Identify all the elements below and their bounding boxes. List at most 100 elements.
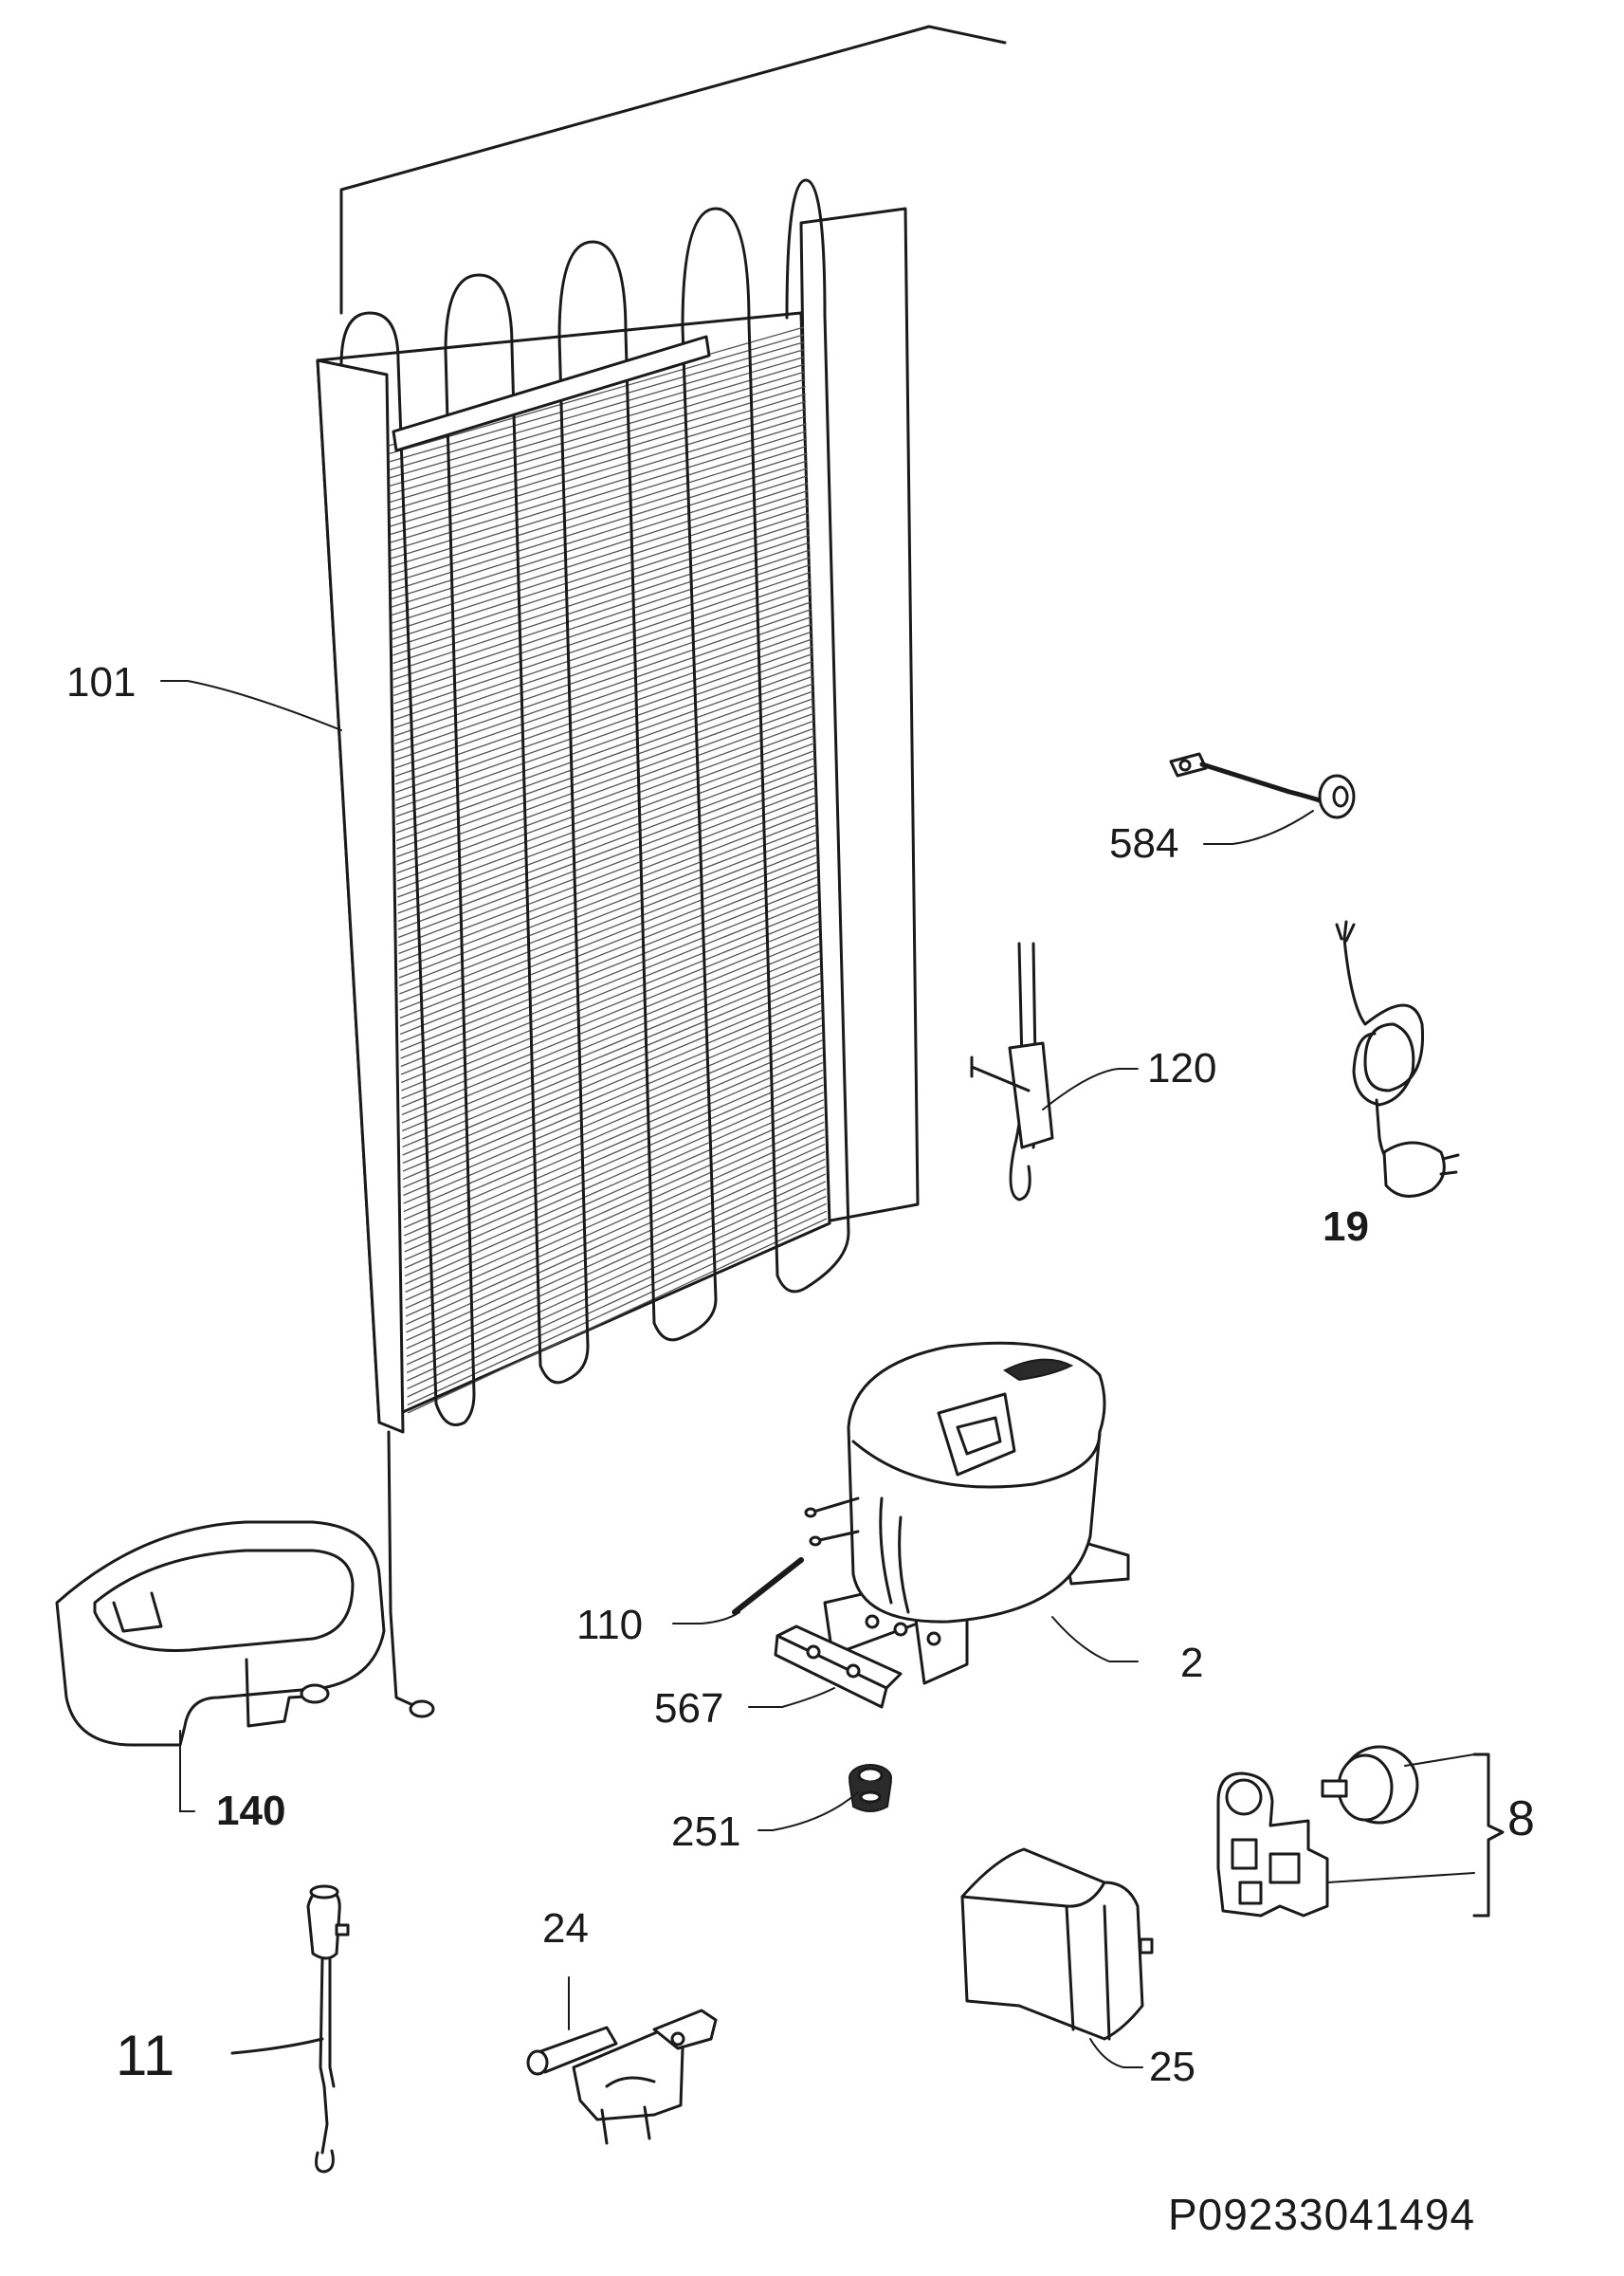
callout-11: 11 bbox=[116, 2024, 175, 2087]
condenser-fin bbox=[402, 965, 821, 1140]
condenser-fin bbox=[400, 876, 819, 1043]
condenser-fin bbox=[394, 631, 812, 778]
condenser-fin bbox=[394, 615, 812, 762]
condenser-fin bbox=[404, 1069, 824, 1253]
condenser-fin bbox=[394, 623, 812, 769]
condenser-fin bbox=[405, 1106, 825, 1294]
condenser-fin bbox=[405, 1129, 825, 1317]
condenser-fin bbox=[404, 1076, 824, 1261]
condenser-fin bbox=[399, 832, 817, 995]
condenser-fin bbox=[396, 735, 815, 890]
condenser-fin bbox=[392, 497, 809, 633]
condenser-fin bbox=[400, 890, 819, 1059]
callout-25: 25 bbox=[1149, 2044, 1195, 2090]
tube-110 bbox=[732, 1557, 805, 1616]
condenser-fin bbox=[392, 482, 809, 616]
condenser-fin bbox=[399, 838, 818, 1003]
callout-567: 567 bbox=[654, 1685, 724, 1732]
condenser-fin bbox=[406, 1181, 827, 1374]
condenser-fin bbox=[401, 943, 820, 1116]
plate-567 bbox=[774, 1624, 903, 1709]
condenser-fin bbox=[391, 460, 808, 592]
condenser-fin bbox=[401, 958, 821, 1132]
drier-120 bbox=[970, 942, 1054, 1202]
condenser-fin bbox=[389, 378, 806, 504]
condenser-fin bbox=[403, 1047, 823, 1229]
callout-101: 101 bbox=[66, 659, 137, 706]
condenser-fin bbox=[395, 690, 814, 842]
condenser-fin bbox=[394, 646, 812, 794]
callout-8: 8 bbox=[1507, 1791, 1535, 1846]
condenser-fin bbox=[389, 371, 806, 495]
condenser-fin bbox=[394, 609, 812, 753]
condenser-fin bbox=[390, 423, 807, 552]
condenser-fin bbox=[403, 1017, 822, 1197]
condenser-fin bbox=[400, 898, 819, 1068]
condenser-fin bbox=[406, 1150, 826, 1342]
condenser-fin bbox=[406, 1173, 827, 1366]
condenser-fin bbox=[390, 408, 807, 536]
condenser-fin bbox=[397, 764, 816, 923]
condenser-fin bbox=[393, 571, 811, 713]
condenser-fin bbox=[397, 743, 815, 898]
thermostat-11 bbox=[306, 1884, 350, 2174]
sensor-584 bbox=[1169, 752, 1356, 819]
condenser-fin bbox=[392, 549, 811, 688]
condenser-fin bbox=[404, 1092, 824, 1277]
condenser-fin bbox=[405, 1136, 826, 1326]
callout-140: 140 bbox=[216, 1788, 286, 1834]
condenser-fin bbox=[393, 601, 812, 745]
condenser-fin bbox=[403, 1039, 823, 1221]
condenser-fin bbox=[399, 861, 818, 1027]
condenser-fin bbox=[390, 386, 806, 511]
condenser-fin bbox=[392, 505, 809, 640]
condenser-fin bbox=[395, 668, 813, 817]
condenser-fin bbox=[407, 1188, 827, 1382]
condenser-fin bbox=[404, 1061, 824, 1245]
condenser-fin bbox=[398, 817, 817, 979]
condenser-fin bbox=[391, 431, 807, 560]
condenser-fin bbox=[401, 921, 820, 1092]
condenser-fin bbox=[392, 512, 810, 649]
condenser-fin bbox=[398, 824, 817, 987]
condenser-fin bbox=[407, 1218, 828, 1414]
condenser-fin bbox=[406, 1166, 826, 1358]
condenser-fin bbox=[397, 757, 815, 914]
condenser-fin bbox=[397, 772, 816, 930]
condenser-fin bbox=[395, 653, 813, 801]
condenser-fin bbox=[400, 883, 819, 1052]
condenser-fin bbox=[391, 468, 808, 600]
condenser-fin bbox=[404, 1055, 823, 1237]
condenser-fin bbox=[402, 980, 821, 1156]
condenser-fin bbox=[392, 557, 811, 697]
callout-24: 24 bbox=[542, 1905, 589, 1952]
condenser-fin bbox=[399, 869, 818, 1036]
condenser-fin bbox=[392, 541, 811, 681]
grommet-251 bbox=[848, 1764, 892, 1812]
condenser-fin bbox=[397, 780, 816, 939]
power-cord-19 bbox=[1335, 920, 1460, 1198]
condenser-fin bbox=[391, 437, 808, 568]
condenser-fin bbox=[396, 712, 814, 866]
condenser-fin bbox=[391, 452, 808, 584]
condenser-fin bbox=[403, 1024, 823, 1204]
condenser-fin bbox=[392, 489, 809, 624]
condenser-fin bbox=[396, 705, 814, 858]
condenser-fin bbox=[396, 727, 815, 882]
condenser-fin bbox=[393, 594, 812, 737]
condenser-fin bbox=[395, 683, 813, 834]
condenser-fin bbox=[389, 348, 805, 471]
callout-584: 584 bbox=[1109, 820, 1179, 867]
condenser-fin bbox=[396, 698, 814, 850]
condenser-fin bbox=[389, 363, 806, 487]
condenser-fin bbox=[389, 341, 805, 463]
condenser-fin bbox=[392, 526, 810, 665]
condenser-fin bbox=[405, 1099, 825, 1285]
condenser-fin bbox=[405, 1113, 825, 1301]
callout-251: 251 bbox=[671, 1808, 741, 1855]
callout-19: 19 bbox=[1323, 1203, 1369, 1250]
condenser-fin bbox=[390, 400, 807, 527]
condenser-fin bbox=[391, 445, 808, 576]
condenser-fin bbox=[399, 854, 818, 1019]
